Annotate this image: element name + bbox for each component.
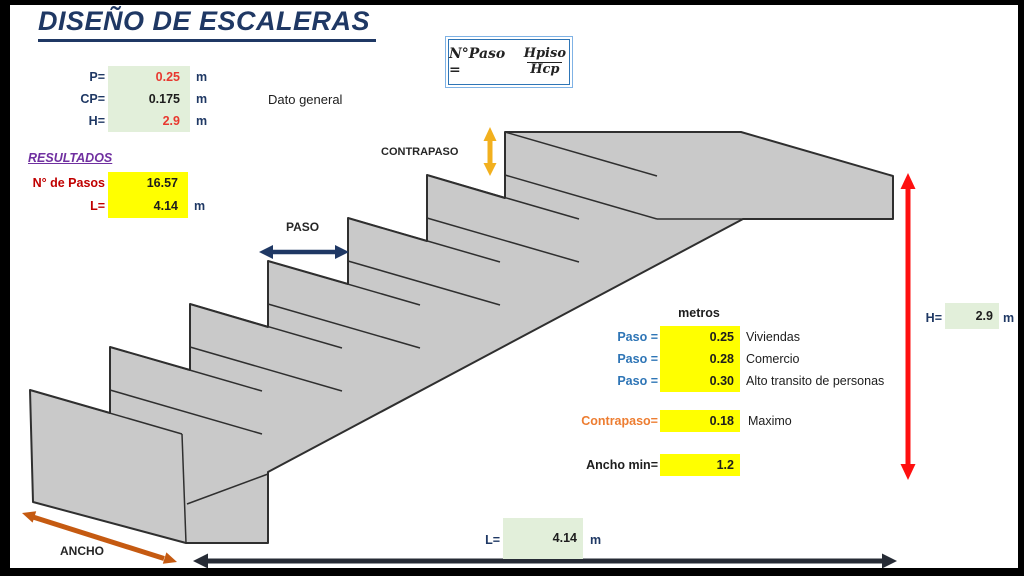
ref-label-paso-2: Paso =	[617, 352, 658, 366]
h-dim-value[interactable]: 2.9	[945, 303, 999, 329]
h-dim-label: H=	[925, 311, 942, 325]
results-cells-background	[108, 172, 188, 218]
h-arrow	[900, 173, 916, 480]
l-arrow	[193, 553, 897, 569]
page-title: DISEÑO DE ESCALERAS	[38, 6, 377, 42]
ref-label-contrapaso: Contrapaso=	[581, 414, 658, 428]
input-label-p: P=	[89, 70, 105, 84]
input-unit-p: m	[196, 70, 208, 84]
contrapaso-label: CONTRAPASO	[381, 146, 459, 158]
result-unit-l: m	[194, 199, 206, 213]
ref-value-ancho-min[interactable]: 1.2	[660, 454, 740, 476]
frame-top	[0, 0, 1024, 5]
formula-numerator: Hpiso	[523, 45, 566, 61]
general-data-note: Dato general	[268, 92, 343, 107]
stair-step-edges	[29, 131, 893, 544]
ancho-label: ANCHO	[60, 544, 104, 558]
l-dim-unit: m	[590, 533, 602, 547]
result-label-l: L=	[90, 199, 105, 213]
result-label-pasos: N° de Pasos	[32, 176, 105, 190]
ref-desc-contrapaso: Maximo	[748, 414, 792, 428]
l-dim-label: L=	[485, 533, 500, 547]
h-dim-unit: m	[1003, 311, 1015, 325]
ref-desc-paso-1: Viviendas	[746, 330, 800, 344]
frame-bottom	[0, 568, 1024, 576]
ref-label-ancho-min: Ancho min=	[586, 458, 658, 472]
input-value-h[interactable]: 2.9	[162, 114, 180, 128]
formula-fraction: Hpiso Hcp	[521, 45, 569, 78]
ref-desc-paso-2: Comercio	[746, 352, 800, 366]
ancho-arrow	[22, 511, 177, 564]
input-unit-cp: m	[196, 92, 208, 106]
l-dim-value[interactable]: 4.14	[503, 518, 583, 559]
input-label-cp: CP=	[80, 92, 105, 106]
frame-right	[1018, 0, 1024, 576]
formula-box: N°Paso = Hpiso Hcp	[445, 36, 573, 88]
input-value-p[interactable]: 0.25	[155, 70, 180, 84]
ref-value-paso-2[interactable]: 0.28	[660, 348, 740, 370]
result-value-l[interactable]: 4.14	[153, 199, 178, 213]
paso-arrow	[259, 245, 349, 259]
ref-label-paso-3: Paso =	[617, 374, 658, 388]
input-value-cp[interactable]: 0.175	[148, 92, 180, 106]
ref-label-paso-1: Paso =	[617, 330, 658, 344]
ref-value-paso-3[interactable]: 0.30	[660, 370, 740, 392]
paso-label: PASO	[286, 220, 320, 234]
ref-value-contrapaso[interactable]: 0.18	[660, 410, 740, 432]
ref-desc-paso-3: Alto transito de personas	[746, 374, 885, 388]
input-label-h: H=	[88, 114, 105, 128]
reference-header: metros	[678, 306, 720, 320]
result-value-pasos[interactable]: 16.57	[146, 176, 178, 190]
formula-denominator: Hcp	[527, 61, 563, 78]
contrapaso-arrow	[483, 127, 497, 176]
ref-value-paso-1[interactable]: 0.25	[660, 326, 740, 348]
formula-lhs: N°Paso =	[449, 46, 506, 78]
input-cells-background	[108, 66, 190, 132]
frame-left	[0, 0, 10, 576]
input-unit-h: m	[196, 114, 208, 128]
results-heading: RESULTADOS	[28, 151, 113, 165]
